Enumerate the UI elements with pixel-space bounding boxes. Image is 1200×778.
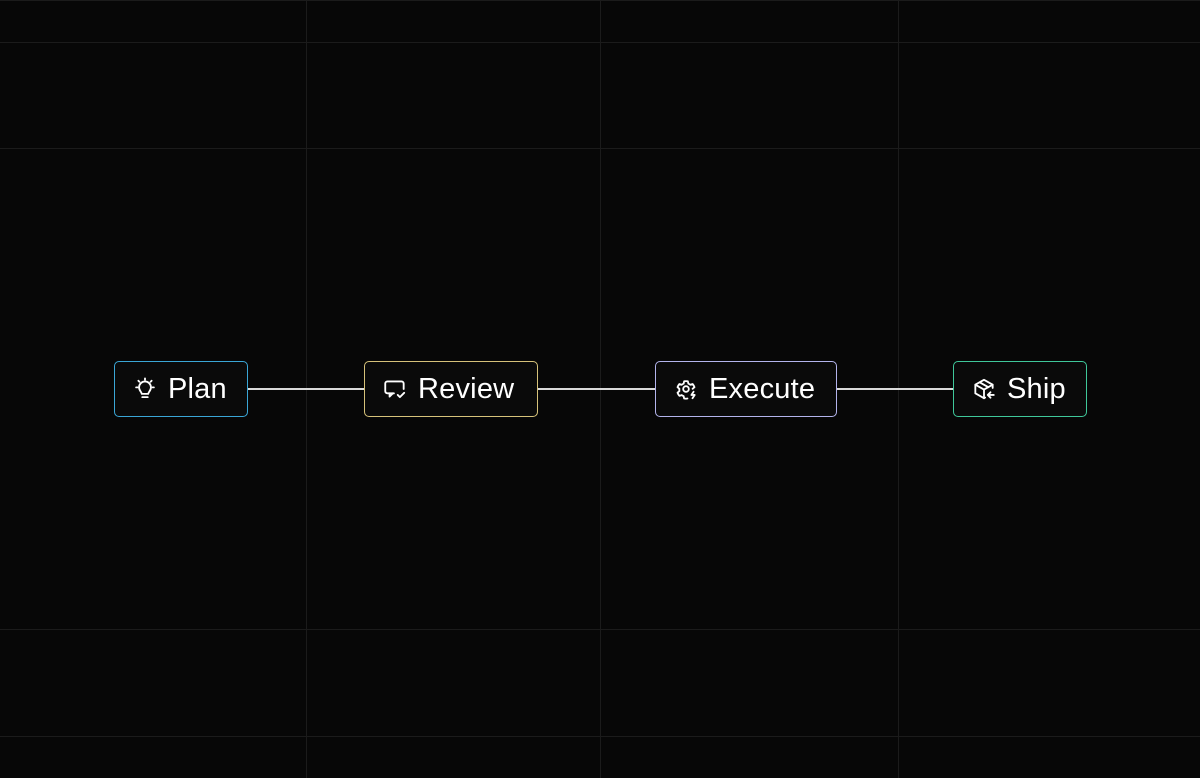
lightbulb-icon bbox=[132, 376, 158, 402]
step-plan[interactable]: Plan bbox=[114, 361, 248, 417]
connector-review-execute bbox=[537, 388, 656, 390]
package-return-icon bbox=[971, 376, 997, 402]
step-label: Plan bbox=[168, 372, 227, 405]
step-label: Ship bbox=[1007, 372, 1066, 405]
step-execute[interactable]: Execute bbox=[655, 361, 837, 417]
grid-line bbox=[0, 42, 1200, 43]
step-ship[interactable]: Ship bbox=[953, 361, 1087, 417]
gear-bolt-icon bbox=[673, 376, 699, 402]
grid-line bbox=[0, 736, 1200, 737]
step-review[interactable]: Review bbox=[364, 361, 538, 417]
grid-line bbox=[0, 0, 1200, 1]
step-label: Execute bbox=[709, 372, 816, 405]
step-label: Review bbox=[418, 372, 515, 405]
message-check-icon bbox=[382, 376, 408, 402]
grid-line bbox=[0, 629, 1200, 630]
connector-plan-review bbox=[247, 388, 365, 390]
connector-execute-ship bbox=[836, 388, 954, 390]
grid-line bbox=[0, 148, 1200, 149]
